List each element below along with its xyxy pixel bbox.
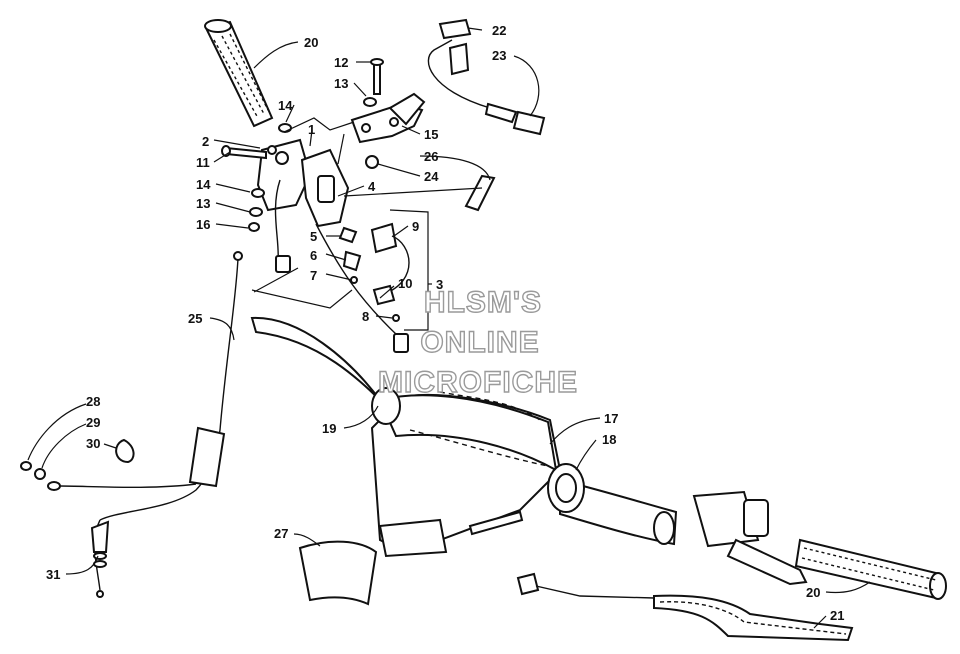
- heater-element: [516, 572, 854, 642]
- callout-17: 17: [604, 411, 618, 426]
- callout-11: 11: [196, 155, 210, 170]
- callout-15: 15: [424, 127, 438, 142]
- callout-24: 24: [424, 169, 439, 184]
- callout-16: 16: [196, 217, 210, 232]
- callout-13-top: 13: [334, 76, 348, 91]
- watermark: HLSM'S ONLINE MICROFICHE: [377, 285, 578, 399]
- callout-9: 9: [412, 219, 419, 234]
- assembly-bracket-lines: [251, 117, 483, 331]
- callout-1: 1: [308, 122, 315, 137]
- callout-labels: 20 12 13 14 1 15 22 23 2 11 26 24 14 4 1…: [46, 23, 844, 623]
- callout-29: 29: [86, 415, 100, 430]
- right-handlebar-grip: [794, 538, 947, 600]
- callout-20-bottom: 20: [806, 585, 820, 600]
- callout-8: 8: [362, 309, 369, 324]
- callout-27: 27: [274, 526, 288, 541]
- handlebar: [250, 316, 678, 558]
- heater-connector: [427, 18, 546, 136]
- callout-12: 12: [334, 55, 348, 70]
- brake-master-cylinder: [692, 490, 808, 586]
- left-handlebar-grip: [204, 19, 274, 128]
- callout-14-mid: 14: [196, 177, 211, 192]
- callout-4: 4: [368, 179, 376, 194]
- throttle-clamp: [350, 92, 426, 144]
- callout-14-top: 14: [278, 98, 293, 113]
- callout-5: 5: [310, 229, 317, 244]
- callout-13-mid: 13: [196, 196, 210, 211]
- switch-cable-end: [464, 174, 496, 212]
- callout-23: 23: [492, 48, 506, 63]
- callout-7: 7: [310, 268, 317, 283]
- callout-31: 31: [46, 567, 60, 582]
- bar-bushings: [371, 387, 585, 513]
- callout-20-top: 20: [304, 35, 318, 50]
- callout-30: 30: [86, 436, 100, 451]
- callout-10: 10: [398, 276, 412, 291]
- watermark-line-3: MICROFICHE: [378, 366, 578, 399]
- fastener-set: [221, 58, 384, 232]
- callout-28: 28: [86, 394, 100, 409]
- leader-lines: [27, 27, 871, 629]
- throttle-cable: [47, 251, 243, 598]
- callout-3: 3: [436, 277, 443, 292]
- callout-21: 21: [830, 608, 844, 623]
- watermark-line-2: ONLINE: [420, 326, 539, 359]
- callout-6: 6: [310, 248, 317, 263]
- callout-19: 19: [322, 421, 336, 436]
- cable-end-hardware: [20, 438, 135, 480]
- callout-2: 2: [202, 134, 209, 149]
- callout-18: 18: [602, 432, 616, 447]
- watermark-line-1: HLSM'S: [424, 286, 542, 319]
- bar-pad: [298, 540, 378, 606]
- callout-26: 26: [424, 149, 438, 164]
- callout-22: 22: [492, 23, 506, 38]
- callout-25: 25: [188, 311, 202, 326]
- switch-housing-assembly: [256, 138, 410, 353]
